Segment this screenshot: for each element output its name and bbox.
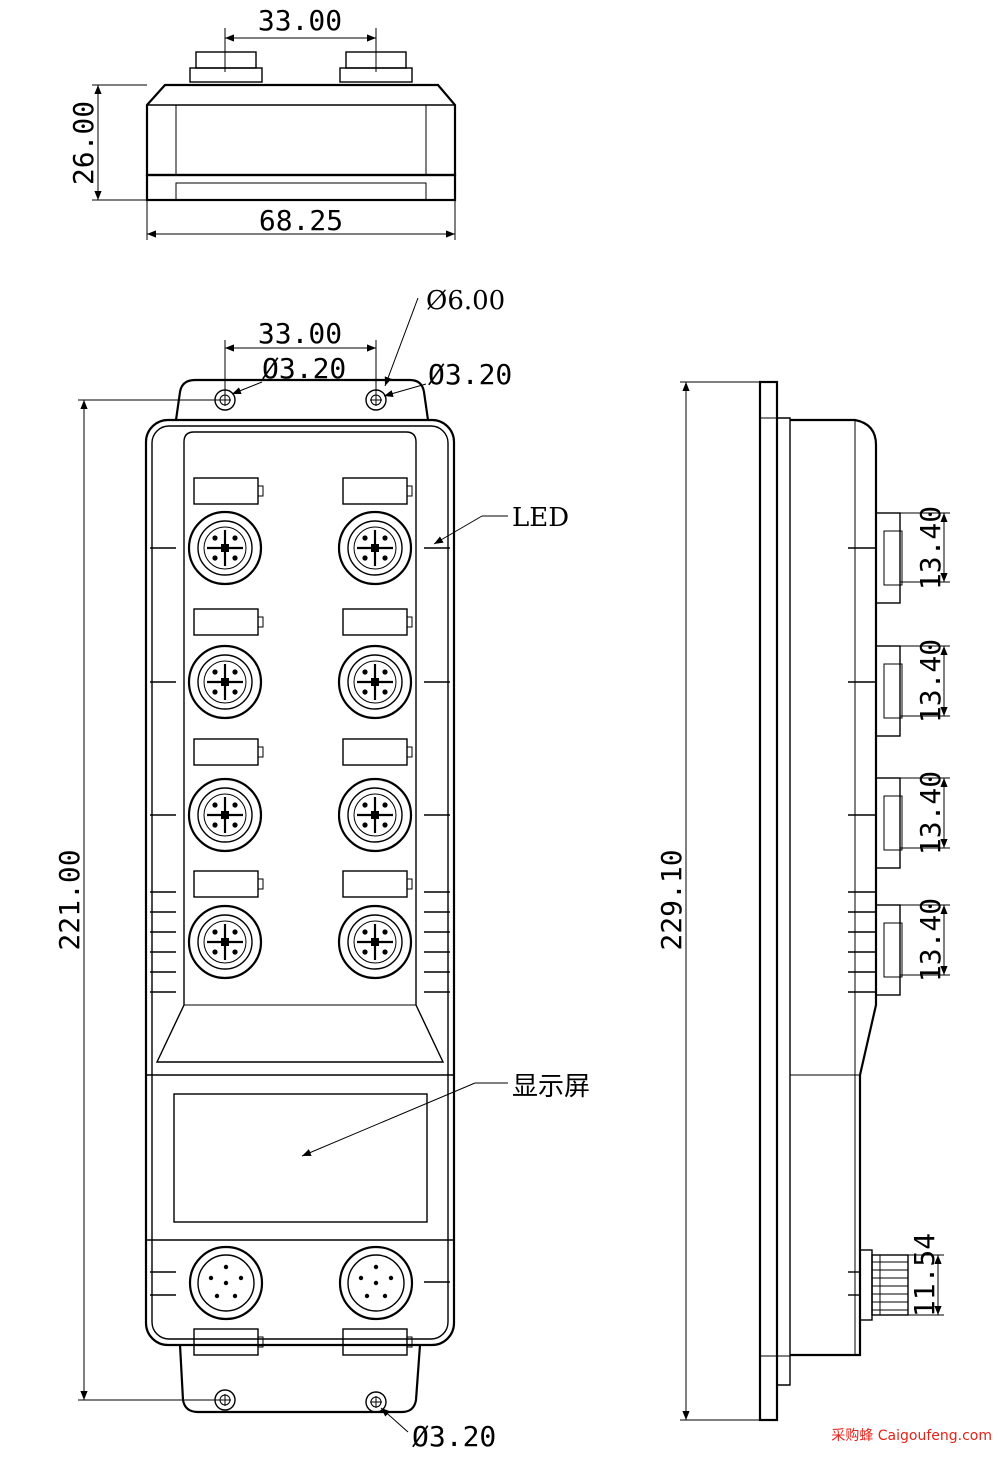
side-io-connector — [875, 904, 903, 996]
io-port — [187, 644, 263, 720]
hole-top-right-dim: Ø3.20 — [428, 358, 512, 391]
port-pitch-dim: 13.40 — [914, 771, 947, 855]
power-connector-dim: 11.54 — [908, 1233, 941, 1317]
io-port — [187, 904, 263, 980]
top-spacing-dim: 33.00 — [258, 4, 342, 37]
led-window — [342, 608, 413, 636]
port-pitch-dim: 13.40 — [914, 639, 947, 723]
led-window — [342, 1328, 413, 1356]
io-port — [337, 777, 413, 853]
front-length-dim: 221.00 — [53, 849, 86, 950]
led-label: LED — [512, 503, 569, 533]
port-pitch-dim: 13.40 — [914, 506, 947, 590]
top-view: 33.00 26.00 68.25 — [67, 4, 457, 240]
power-port — [338, 1245, 414, 1321]
led-window — [193, 738, 264, 766]
io-port — [187, 777, 263, 853]
port-pitch-dim: 13.40 — [914, 898, 947, 982]
io-port — [337, 904, 413, 980]
led-window — [193, 870, 264, 898]
power-port — [188, 1245, 264, 1321]
led-window — [193, 1328, 264, 1356]
led-window — [193, 477, 264, 505]
top-height-dim: 26.00 — [67, 101, 100, 185]
led-window — [342, 870, 413, 898]
side-io-connector — [875, 645, 903, 737]
front-spacing-dim: 33.00 — [258, 317, 342, 350]
hole-bottom-dim: Ø3.20 — [412, 1420, 496, 1453]
display-screen — [173, 1093, 428, 1223]
front-view: Ø6.00 33.00 Ø3.20 Ø3.20 Ø3.20 — [53, 286, 590, 1453]
side-view: 229.10 13.40 13.40 — [655, 380, 950, 1422]
io-port — [337, 510, 413, 586]
side-length-dim: 229.10 — [655, 849, 688, 950]
mount-hole-large-dim: Ø6.00 — [426, 286, 505, 316]
top-width-dim: 68.25 — [259, 204, 343, 237]
side-io-connector — [875, 777, 903, 869]
io-port — [337, 644, 413, 720]
led-window — [193, 608, 264, 636]
side-io-connector — [875, 512, 903, 604]
led-window — [342, 477, 413, 505]
io-port — [187, 510, 263, 586]
side-power-connector — [859, 1249, 909, 1321]
watermark: 采购蜂 Caigoufeng.com — [831, 1428, 992, 1444]
led-window — [342, 738, 413, 766]
display-label: 显示屏 — [512, 1072, 590, 1102]
